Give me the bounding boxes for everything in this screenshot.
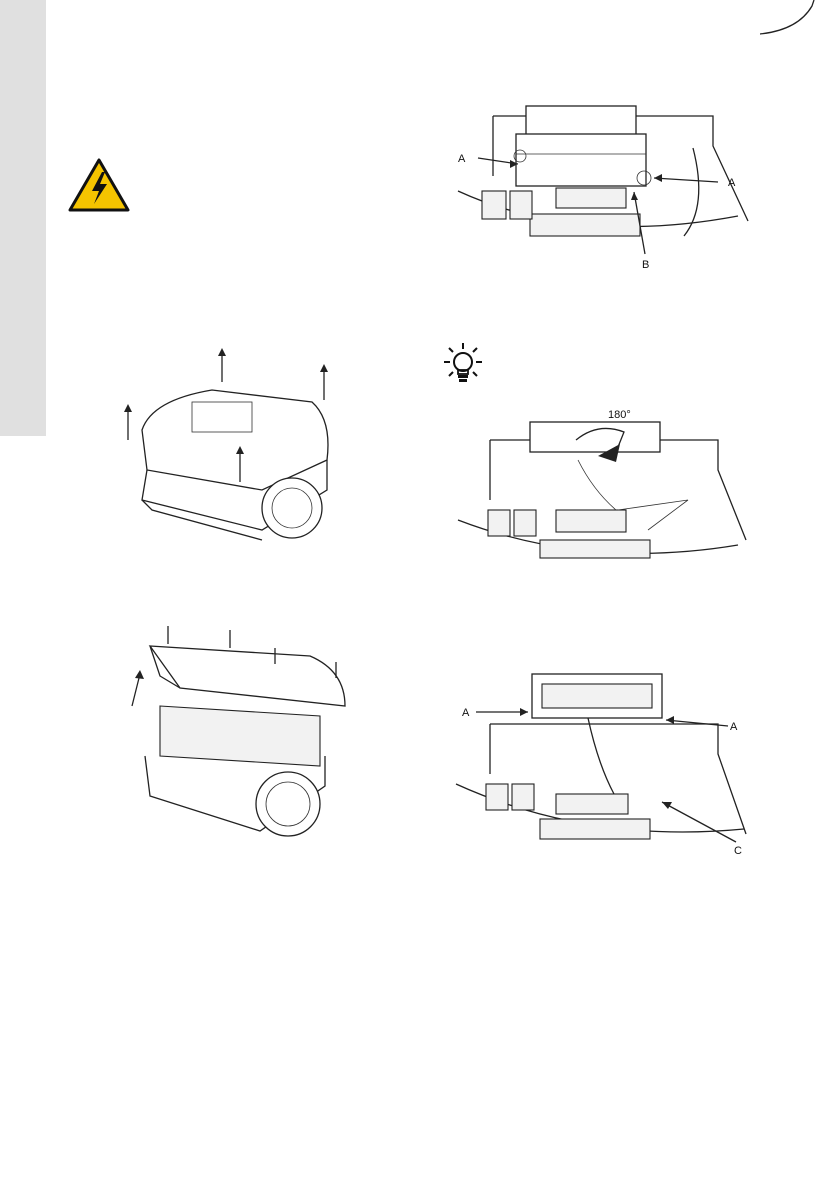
- figure-electronics-module: A A B: [448, 96, 748, 276]
- electrical-warning-icon: [68, 158, 130, 212]
- page-corner-mark: [760, 0, 840, 36]
- rotation-angle-label: 180°: [608, 409, 631, 421]
- callout-label-b: B: [642, 259, 649, 271]
- callout-label-c: C: [734, 845, 742, 857]
- figure-rotation: 180°: [448, 400, 748, 580]
- figure-cable-connection: A A C: [448, 664, 748, 864]
- callout-label-a-left: A: [458, 153, 466, 165]
- callout-label-a-right: A: [728, 177, 736, 189]
- lightbulb-tip-icon: [440, 340, 486, 390]
- figure-cover-lifted: [120, 616, 360, 846]
- callout-label-a-left: A: [462, 707, 470, 719]
- section-sidebar-tab: [0, 0, 46, 436]
- terminal-block-left: [482, 191, 532, 219]
- figure-cover-screws: [112, 340, 352, 560]
- callout-label-a-right: A: [730, 721, 738, 733]
